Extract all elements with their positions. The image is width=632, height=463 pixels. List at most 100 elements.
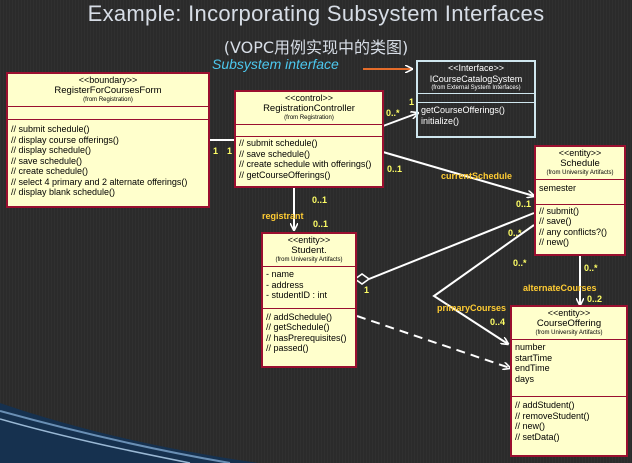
role-label-current-schedule: currentSchedule xyxy=(441,171,513,181)
package-note: (from Registration) xyxy=(83,97,133,103)
attribute: endTime xyxy=(515,363,550,373)
operation: // any conflicts?() xyxy=(539,226,608,237)
class-header: <<entity>> Schedule (from University Art… xyxy=(536,147,624,180)
multiplicity-label: 0..2 xyxy=(587,294,603,304)
attributes-compartment: number startTime endTime days xyxy=(512,340,626,397)
operation: initialize() xyxy=(421,115,460,126)
operations-compartment: // submit schedule() // save schedule() … xyxy=(236,137,382,181)
interface-icourse-catalog-system[interactable]: <<Interface>> ICourseCatalogSystem (from… xyxy=(416,60,536,138)
class-name: Student. xyxy=(291,244,327,256)
operation: // addSchedule() xyxy=(266,311,333,322)
package-note: (from University Artifacts) xyxy=(546,170,614,176)
package-note: (from University Artifacts) xyxy=(275,257,343,263)
class-name: RegistrationController xyxy=(263,102,355,114)
stereotype: <<boundary>> xyxy=(78,75,138,85)
decorative-swoosh xyxy=(0,403,258,463)
multiplicity-label: 0..* xyxy=(513,258,527,268)
operation: // submit schedule() xyxy=(11,124,90,134)
operation: // select 4 primary and 2 alternate offe… xyxy=(11,176,188,187)
interface-name: ICourseCatalogSystem xyxy=(429,73,523,84)
operation: // setData() xyxy=(515,431,560,442)
class-header: <<boundary>> RegisterForCoursesForm (fro… xyxy=(8,74,208,107)
class-schedule[interactable]: <<entity>> Schedule (from University Art… xyxy=(534,145,626,256)
operation: // display course offerings() xyxy=(11,134,119,145)
operation: // submit() xyxy=(539,205,580,216)
operation: // new() xyxy=(539,237,570,247)
student-aggregation-diamond xyxy=(353,273,371,285)
class-header: <<control>> RegistrationController (from… xyxy=(236,92,382,125)
operation: // save schedule() xyxy=(11,155,83,166)
multiplicity-label: 0..* xyxy=(386,108,400,118)
operation: // getCourseOfferings() xyxy=(239,169,331,180)
interface-header: <<Interface>> ICourseCatalogSystem (from… xyxy=(418,62,534,94)
operation: // getSchedule() xyxy=(266,322,330,332)
multiplicity-label: 0..4 xyxy=(490,317,506,327)
operation: // new() xyxy=(515,421,546,431)
role-label-primary-courses: primaryCourses xyxy=(437,303,507,313)
student-schedule-aggregation xyxy=(368,212,535,280)
operation: // hasPrerequisites() xyxy=(266,332,347,343)
stereotype: <<Interface>> xyxy=(447,63,505,73)
operation: // display schedule() xyxy=(11,145,92,155)
class-header: <<entity>> Student. (from University Art… xyxy=(263,234,355,267)
attribute: - name xyxy=(266,269,295,279)
attribute: days xyxy=(515,373,535,384)
attributes-compartment xyxy=(418,94,534,103)
stereotype: <<entity>> xyxy=(287,235,331,245)
attributes-compartment xyxy=(8,107,208,120)
stereotype: <<entity>> xyxy=(547,308,591,318)
operations-compartment: // addStudent() // removeStudent() // ne… xyxy=(512,397,626,443)
class-header: <<entity>> CourseOffering (from Universi… xyxy=(512,307,626,340)
stereotype: <<control>> xyxy=(284,93,334,103)
attribute: number xyxy=(515,342,546,352)
multiplicity-label: 0..1 xyxy=(516,199,532,209)
class-course-offering[interactable]: <<entity>> CourseOffering (from Universi… xyxy=(510,305,628,457)
operation: getCourseOfferings() xyxy=(421,105,505,115)
stereotype: <<entity>> xyxy=(558,148,602,158)
attribute: - address xyxy=(266,279,304,290)
class-name: CourseOffering xyxy=(536,317,602,329)
operation: // create schedule() xyxy=(11,166,89,176)
slide-subtitle: (VOPC用例实现中的类图) xyxy=(223,38,409,57)
class-name: RegisterForCoursesForm xyxy=(54,84,162,96)
role-label-registrant: registrant xyxy=(262,211,304,221)
class-register-for-courses-form[interactable]: <<boundary>> RegisterForCoursesForm (fro… xyxy=(6,72,210,208)
operation: // submit schedule() xyxy=(239,138,318,148)
operation: // display blank schedule() xyxy=(11,187,116,197)
operations-compartment: // submit schedule() // display course o… xyxy=(8,120,208,199)
operation: // removeStudent() xyxy=(515,410,590,421)
attribute: semester xyxy=(539,183,577,193)
slide-title: Example: Incorporating Subsystem Interfa… xyxy=(87,1,545,26)
attributes-compartment: - name - address - studentID : int xyxy=(263,267,355,309)
operation: // save() xyxy=(539,216,572,226)
multiplicity-label: 0..* xyxy=(584,263,598,273)
multiplicity-label: 0..1 xyxy=(387,164,403,174)
role-label-alternate-courses: alternateCourses xyxy=(523,283,597,293)
operations-compartment: getCourseOfferings() initialize() xyxy=(418,103,534,128)
operation: // save schedule() xyxy=(239,148,311,159)
operation: // addStudent() xyxy=(515,400,575,410)
package-note: (from Registration) xyxy=(284,115,334,121)
student-offering-dependency xyxy=(356,315,510,368)
operation: // create schedule with offerings() xyxy=(239,159,372,169)
package-note: (from External System Interfaces) xyxy=(431,85,521,91)
class-student[interactable]: <<entity>> Student. (from University Art… xyxy=(261,232,357,368)
package-note: (from University Artifacts) xyxy=(535,330,603,336)
schedule-offering-primary xyxy=(432,224,535,344)
attributes-compartment xyxy=(236,125,382,137)
class-registration-controller[interactable]: <<control>> RegistrationController (from… xyxy=(234,90,384,188)
multiplicity-label: 1 xyxy=(227,146,233,156)
multiplicity-label: 1 xyxy=(364,285,370,295)
multiplicity-label: 0..1 xyxy=(313,219,329,229)
controller-interface-association xyxy=(382,113,418,127)
multiplicity-label: 1 xyxy=(409,97,415,107)
controller-schedule-association xyxy=(382,151,534,196)
attribute: startTime xyxy=(515,352,553,363)
multiplicity-label: 0..* xyxy=(508,228,522,238)
multiplicity-label: 1 xyxy=(213,146,219,156)
operations-compartment: // addSchedule() // getSchedule() // has… xyxy=(263,309,355,355)
operations-compartment: // submit() // save() // any conflicts?(… xyxy=(536,205,624,249)
operation: // passed() xyxy=(266,343,309,353)
subsystem-interface-callout: Subsystem interface xyxy=(212,56,339,72)
